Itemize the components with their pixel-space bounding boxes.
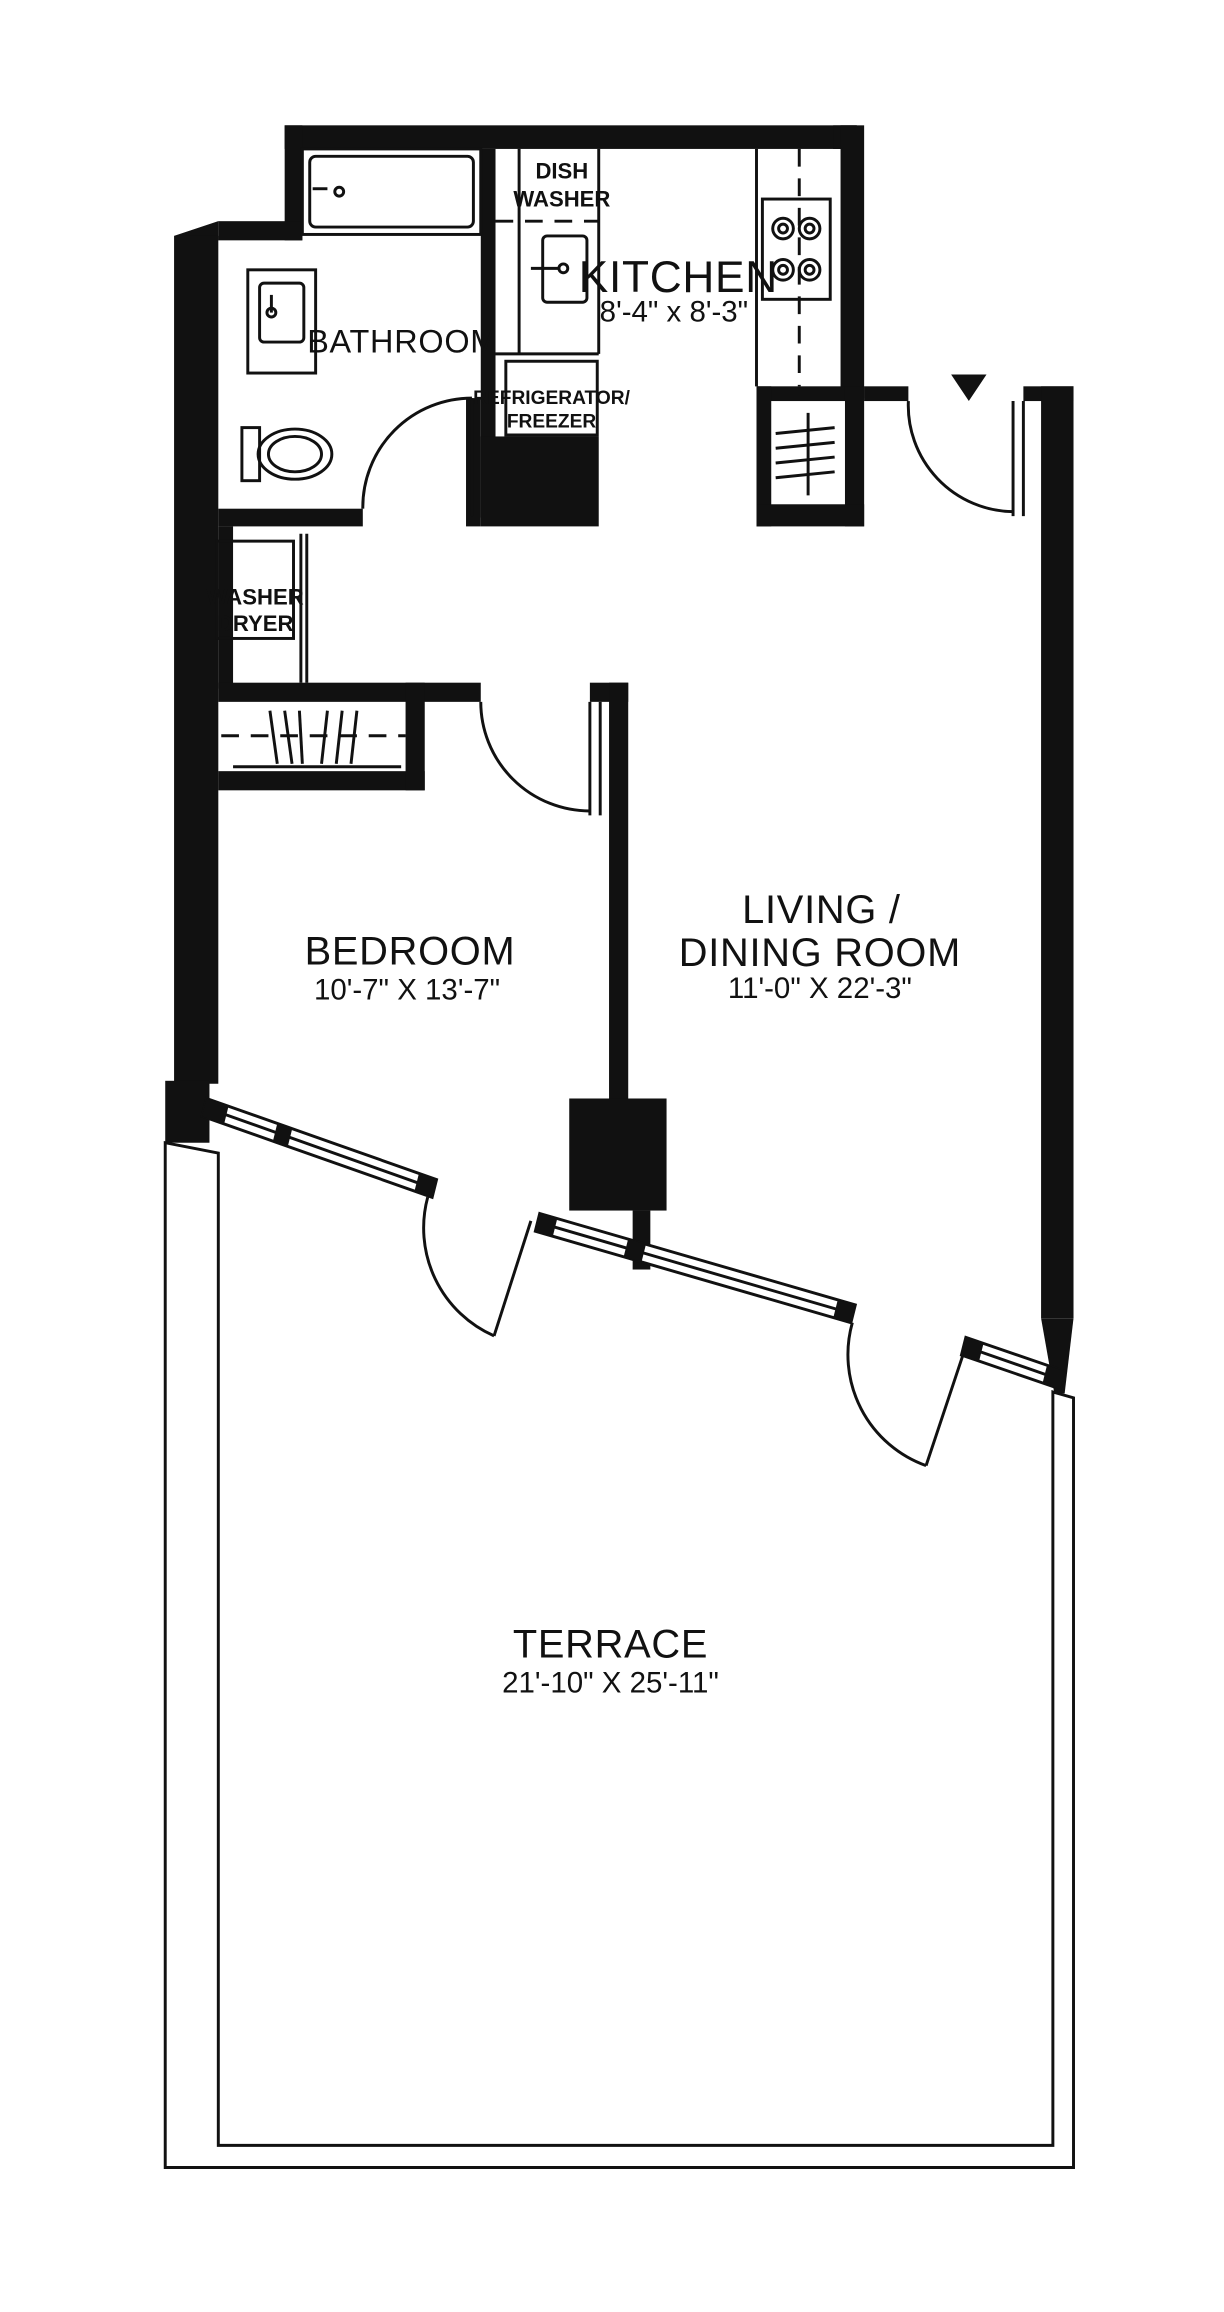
bedroom-terrace-door-swing <box>422 1196 533 1338</box>
window-wall-right <box>959 1335 1067 1391</box>
bedroom-label: BEDROOM 10'-7" X 13'-7" <box>305 929 516 1007</box>
stove-icon <box>760 197 832 301</box>
kitchen-label: KITCHEN 8'-4" x 8'-3" <box>579 253 778 328</box>
window-wall-center <box>533 1211 858 1325</box>
bathroom-door-swing <box>361 396 474 517</box>
bedroom-door-swing <box>479 701 602 816</box>
kitchen-counter-left <box>495 148 601 356</box>
living-label: LIVING / DINING ROOM 11'-0" X 22'-3" <box>679 888 961 1005</box>
dishwasher-line2: WASHER <box>513 186 610 211</box>
washer-dryer-closet <box>215 533 309 683</box>
toilet-icon <box>240 426 334 483</box>
kitchen-sink-icon <box>530 234 589 304</box>
entry-door-swing <box>906 401 1025 517</box>
refrigerator-line1: REFRIGERATOR/ <box>473 388 630 409</box>
bathroom-label: BATHROOM <box>307 323 498 359</box>
refrigerator-outline <box>504 359 599 437</box>
dishwasher-label: DISH WASHER <box>513 158 610 211</box>
refrigerator-line2: FREEZER <box>507 412 597 433</box>
terrace-dimensions: 21'-10" X 25'-11" <box>502 1667 719 1700</box>
terrace-label: TERRACE 21'-10" X 25'-11" <box>502 1622 719 1699</box>
terrace-name: TERRACE <box>513 1622 708 1666</box>
kitchen-name: KITCHEN <box>579 253 778 302</box>
terrace-outline <box>163 1140 1075 2169</box>
washer-dryer-label: WASHER DRYER <box>207 585 304 637</box>
bedroom-dimensions: 10'-7" X 13'-7" <box>314 974 500 1007</box>
bathroom-name: BATHROOM <box>307 323 498 359</box>
window-wall-left <box>200 1096 439 1200</box>
washer-dryer-line1: WASHER <box>207 585 304 610</box>
bedroom-closet-icon <box>221 710 406 769</box>
living-dimensions: 11'-0" X 22'-3" <box>728 972 912 1005</box>
living-name-line1: LIVING / <box>742 888 901 932</box>
walls <box>165 125 1074 1394</box>
living-terrace-door-swing <box>846 1322 968 1468</box>
bedroom-name: BEDROOM <box>305 929 516 973</box>
dishwasher-line1: DISH <box>535 158 588 183</box>
refrigerator-label: REFRIGERATOR/ FREEZER <box>473 388 630 433</box>
kitchen-dimensions: 8'-4" x 8'-3" <box>600 295 748 328</box>
washer-dryer-line2: DRYER <box>217 611 294 636</box>
pantry-closet-icon <box>775 412 835 496</box>
entry-arrow-icon <box>951 374 987 402</box>
sink-icon <box>246 268 318 375</box>
bathtub-icon <box>300 147 483 236</box>
living-name-line2: DINING ROOM <box>679 931 961 975</box>
